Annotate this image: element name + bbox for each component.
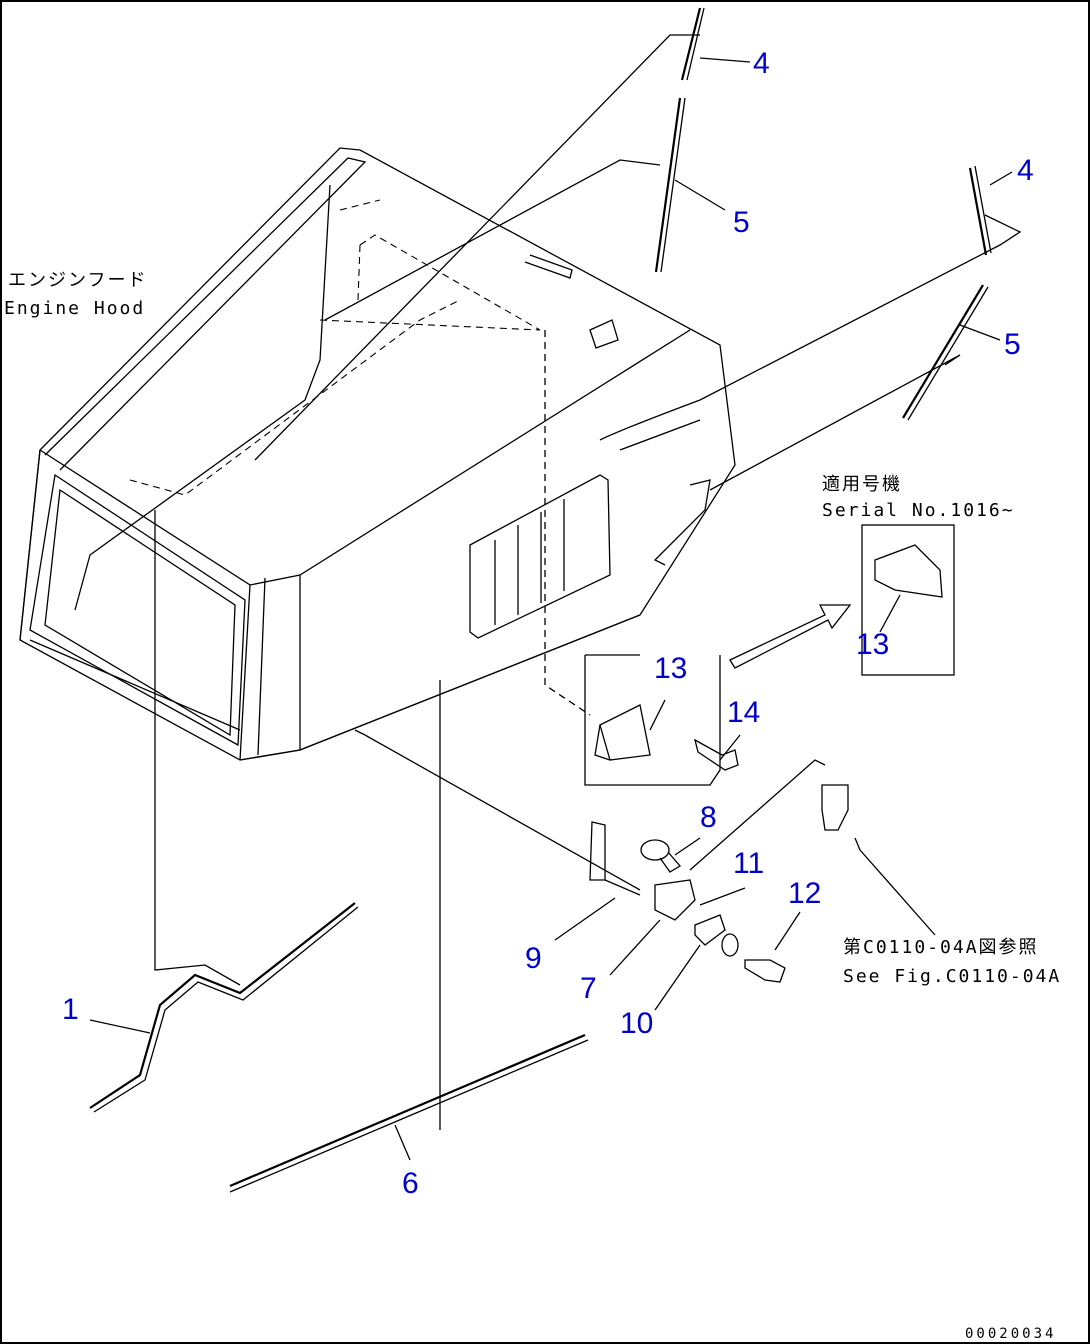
callout-1: 1: [62, 993, 79, 1026]
part-1-seal-bracket: [89, 902, 359, 1113]
see-fig-label-en: See Fig.C0110-04A: [843, 966, 1061, 987]
part-5-seal-upper: [654, 97, 686, 273]
callout-leaders: [89, 57, 1013, 1161]
callout-10: 10: [620, 1007, 653, 1040]
callout-5-upper: 5: [733, 206, 750, 239]
part-11-washer: [721, 933, 739, 957]
callout-5-right: 5: [1004, 328, 1021, 361]
engine-hood-label-jp: エンジンフード: [8, 270, 147, 291]
part-12-bolt: [744, 959, 786, 983]
callout-4-right: 4: [1017, 154, 1034, 187]
part-4-seal-upper: [680, 7, 705, 81]
callout-7: 7: [580, 972, 597, 1005]
part-9-rod: [589, 821, 641, 896]
callout-4-upper: 4: [753, 47, 770, 80]
callout-9: 9: [525, 942, 542, 975]
serial-arrow: [729, 604, 852, 669]
serial-label-jp: 適用号機: [822, 474, 902, 495]
callout-13-serial: 13: [856, 628, 889, 661]
callout-13-box: 13: [654, 652, 687, 685]
engine-hood-label-en: Engine Hood: [4, 298, 145, 319]
part-7-lock: [654, 879, 696, 921]
part-5-seal-right: [902, 284, 989, 421]
part-13-detail-box: [584, 654, 721, 786]
see-fig-label-jp: 第C0110-04A図参照: [843, 937, 1039, 958]
part-8-knob: [640, 839, 681, 873]
latch-bracket: [821, 784, 936, 936]
callout-6: 6: [402, 1167, 419, 1200]
projection-lines: [154, 34, 1022, 1130]
part-14-bolt: [694, 738, 739, 771]
part-13-serial-box: [861, 524, 955, 676]
part-4-seal-right: [968, 165, 992, 256]
engine-hood: [19, 147, 736, 761]
serial-label-en: Serial No.1016~: [822, 500, 1015, 521]
document-number: 00020034: [965, 1326, 1056, 1342]
callout-8: 8: [700, 801, 717, 834]
part-10-cap: [694, 914, 726, 946]
part-6-seal-strip: [229, 1033, 589, 1193]
callout-14: 14: [727, 696, 760, 729]
callout-11: 11: [733, 847, 764, 880]
callout-12: 12: [788, 877, 821, 910]
